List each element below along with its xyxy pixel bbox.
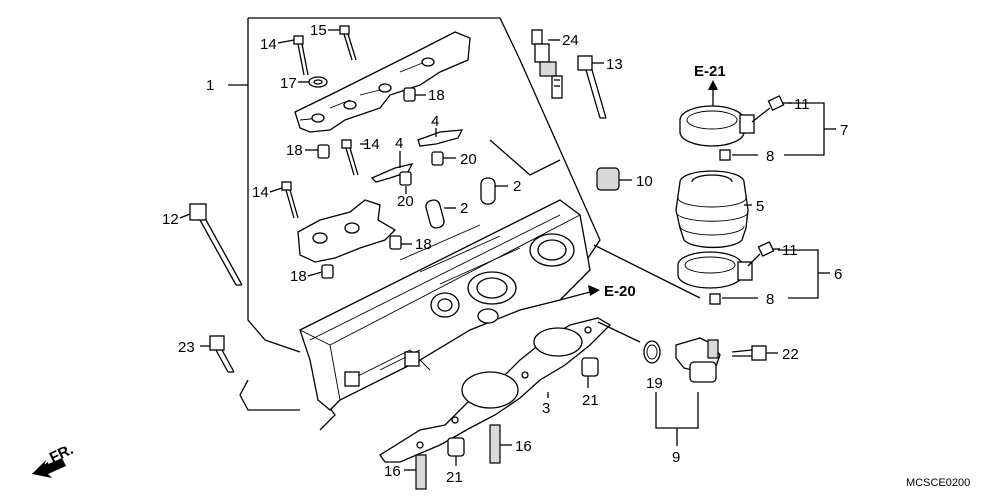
- callout-e20: E-20: [604, 283, 636, 300]
- bolt-11-top: [751, 95, 785, 123]
- stud-16-right: [489, 424, 501, 464]
- label-1: 1: [206, 77, 214, 94]
- dowel-21-bottom: [447, 437, 465, 457]
- sensor-9: [675, 337, 721, 383]
- label-8-a: 8: [766, 148, 774, 165]
- label-18-a: 18: [428, 87, 445, 104]
- spark-plug-24: [531, 29, 563, 99]
- label-12: 12: [162, 211, 179, 228]
- dowel-20-left: [399, 171, 412, 186]
- front-direction-label: FR.: [47, 441, 76, 467]
- label-4-a: 4: [395, 135, 403, 152]
- bolt-14-mid: [341, 139, 359, 176]
- head-gasket-3: [379, 317, 612, 463]
- band-6: [677, 251, 753, 289]
- label-7: 7: [840, 122, 848, 139]
- dowel-20-right: [431, 151, 444, 166]
- nut-8-low: [709, 293, 721, 305]
- insulator-5: [675, 170, 749, 249]
- label-24: 24: [562, 32, 579, 49]
- pipe-2-upper: [480, 177, 496, 205]
- dowel-18-top: [403, 87, 416, 102]
- label-5: 5: [756, 198, 764, 215]
- callout-e21: E-21: [694, 63, 726, 80]
- label-4-b: 4: [431, 113, 439, 130]
- label-23: 23: [178, 339, 195, 356]
- dowel-18-low1: [389, 235, 402, 250]
- label-13: 13: [606, 56, 623, 73]
- label-14-a: 14: [260, 36, 277, 53]
- label-14-b: 14: [363, 136, 380, 153]
- label-22: 22: [782, 346, 799, 363]
- label-8-b: 8: [766, 291, 774, 308]
- label-18-c: 18: [415, 236, 432, 253]
- washer-17: [308, 76, 328, 88]
- dowel-18-mid: [317, 144, 330, 159]
- label-3: 3: [542, 400, 550, 417]
- label-14-c: 14: [252, 184, 269, 201]
- label-16-a: 16: [384, 463, 401, 480]
- bolt-11-low: [747, 241, 775, 267]
- label-18-d: 18: [290, 268, 307, 285]
- nut-8-top: [719, 149, 731, 161]
- dowel-21-right: [581, 357, 599, 377]
- bracket-6: [778, 249, 819, 299]
- band-7: [679, 105, 755, 147]
- bracket-9: [655, 392, 699, 429]
- gasket-leader: [597, 321, 641, 343]
- stud-16-left: [415, 454, 427, 490]
- bolt-12: [189, 203, 243, 286]
- leader-lines: [179, 29, 792, 471]
- bolt-15: [339, 25, 357, 61]
- label-20-a: 20: [460, 151, 477, 168]
- oring-19: [643, 340, 661, 364]
- pipe-2-lower: [425, 199, 445, 229]
- label-16-b: 16: [515, 438, 532, 455]
- label-21-a: 21: [582, 392, 599, 409]
- label-6: 6: [834, 266, 842, 283]
- e20-leader: [593, 244, 701, 299]
- e20-pointer: [559, 285, 600, 301]
- label-17: 17: [280, 75, 297, 92]
- lower-cam-holder: [297, 199, 397, 263]
- label-11-b: 11: [782, 242, 798, 259]
- label-2-a: 2: [513, 178, 521, 195]
- bolt-14-low: [281, 181, 299, 219]
- front-direction-arrow: [32, 458, 66, 478]
- label-20-b: 20: [397, 193, 414, 210]
- insulator-10: [596, 167, 620, 191]
- label-11-a: 11: [794, 96, 810, 113]
- bolt-22: [731, 345, 767, 361]
- label-10: 10: [636, 173, 653, 190]
- label-19: 19: [646, 375, 663, 392]
- upper-cam-holder: [294, 31, 471, 133]
- label-18-b: 18: [286, 142, 303, 159]
- cylinder-head: [299, 199, 591, 411]
- label-15: 15: [310, 22, 327, 39]
- dowel-18-low2: [321, 264, 334, 279]
- gasket-4-right: [417, 129, 464, 147]
- label-9: 9: [672, 449, 680, 466]
- diagram-code: MCSCE0200: [906, 477, 970, 489]
- bolt-14-top: [293, 35, 309, 76]
- label-2-b: 2: [460, 200, 468, 217]
- bolt-23: [209, 335, 235, 373]
- bolt-13: [577, 55, 607, 119]
- label-21-b: 21: [446, 469, 463, 486]
